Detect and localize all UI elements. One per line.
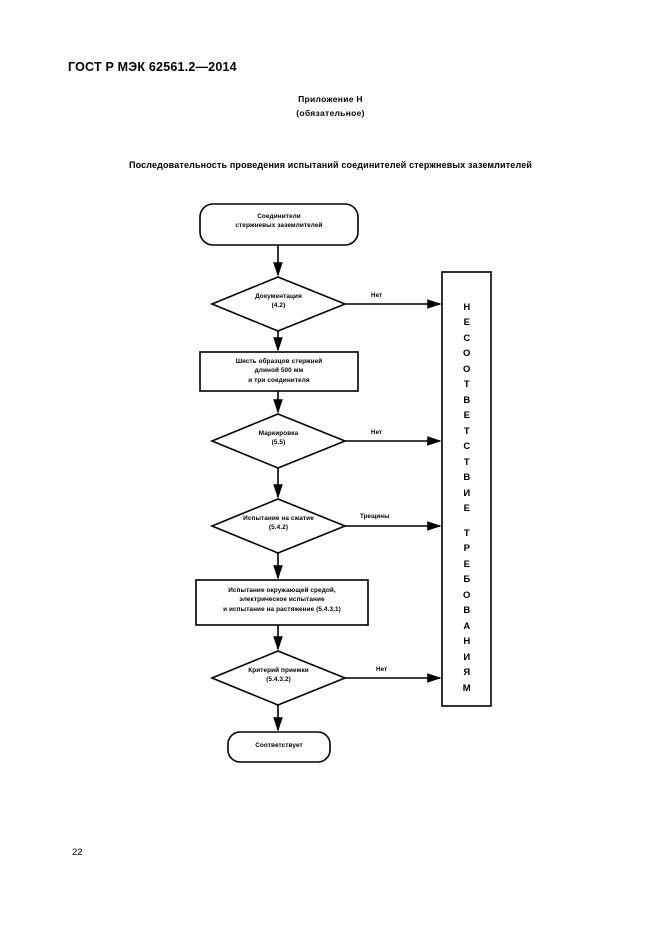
annex-title: Приложение Н	[298, 94, 363, 104]
failure-box-shape	[441, 271, 492, 707]
node-documentation-shape	[209, 276, 348, 332]
edge-label-acceptance-no: Нет	[376, 666, 388, 673]
node-acceptance-criteria-shape	[209, 650, 348, 706]
node-environment-test-shape	[195, 579, 369, 626]
page-number: 22	[72, 847, 83, 858]
node-samples-shape	[199, 351, 359, 392]
annex-subtitle: (обязательное)	[296, 108, 365, 119]
figure-title: Последовательность проведения испытаний …	[128, 160, 533, 170]
flowchart-failure-branches	[345, 299, 442, 683]
edge-label-compression-cracks: Трещины	[360, 513, 390, 520]
node-compression-test-shape	[209, 498, 348, 554]
node-conforms-shape	[227, 731, 331, 763]
edge-label-documentation-no: Нет	[371, 292, 383, 299]
node-marking-shape	[209, 413, 348, 469]
edge-label-marking-no: Нет	[371, 429, 383, 436]
standard-header: ГОСТ Р МЭК 62561.2—2014	[68, 60, 237, 74]
failure-box-label: Н Е С О О Т В Е Т С Т В И Е Т Р Е Б О В …	[462, 302, 472, 694]
annex-heading: Приложение Н (обязательное)	[0, 92, 661, 120]
node-start-shape	[199, 203, 359, 246]
